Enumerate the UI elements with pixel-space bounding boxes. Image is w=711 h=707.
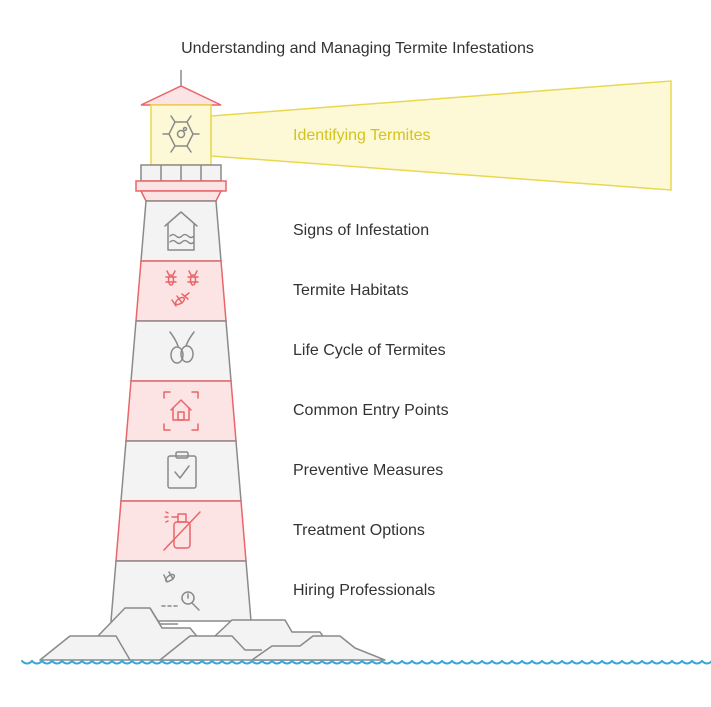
tower-neck: [139, 190, 223, 202]
water-line: [21, 659, 711, 665]
rocks: [39, 607, 386, 661]
section-label-life-cycle: Life Cycle of Termites: [293, 342, 446, 359]
inspect-termite-icon: [161, 571, 200, 611]
diagram-title: Understanding and Managing Termite Infes…: [181, 40, 534, 57]
tower-section-5: [120, 440, 242, 502]
clipboard-check-icon: [167, 451, 197, 489]
tower-section-1: [140, 200, 222, 262]
house-target-icon: [163, 391, 199, 431]
larva-icon: [169, 331, 195, 364]
lantern-room: [150, 104, 212, 166]
gallery-deck: [135, 180, 227, 192]
termites-icon: [165, 270, 199, 307]
house-water-damage-icon: [164, 211, 198, 251]
termite-network-icon: [162, 115, 200, 153]
section-label-preventive: Preventive Measures: [293, 462, 444, 479]
lantern-roof: [140, 85, 222, 106]
beam-label: Identifying Termites: [293, 127, 431, 144]
no-spray-icon: [163, 511, 201, 551]
section-label-treatment: Treatment Options: [293, 522, 425, 539]
tower-section-4: [125, 380, 237, 442]
section-label-entry-points: Common Entry Points: [293, 402, 449, 419]
section-label-signs: Signs of Infestation: [293, 222, 430, 239]
section-label-habitats: Termite Habitats: [293, 282, 409, 299]
tower-section-2: [135, 260, 227, 322]
light-beam: [210, 80, 672, 191]
section-label-professionals: Hiring Professionals: [293, 582, 436, 599]
